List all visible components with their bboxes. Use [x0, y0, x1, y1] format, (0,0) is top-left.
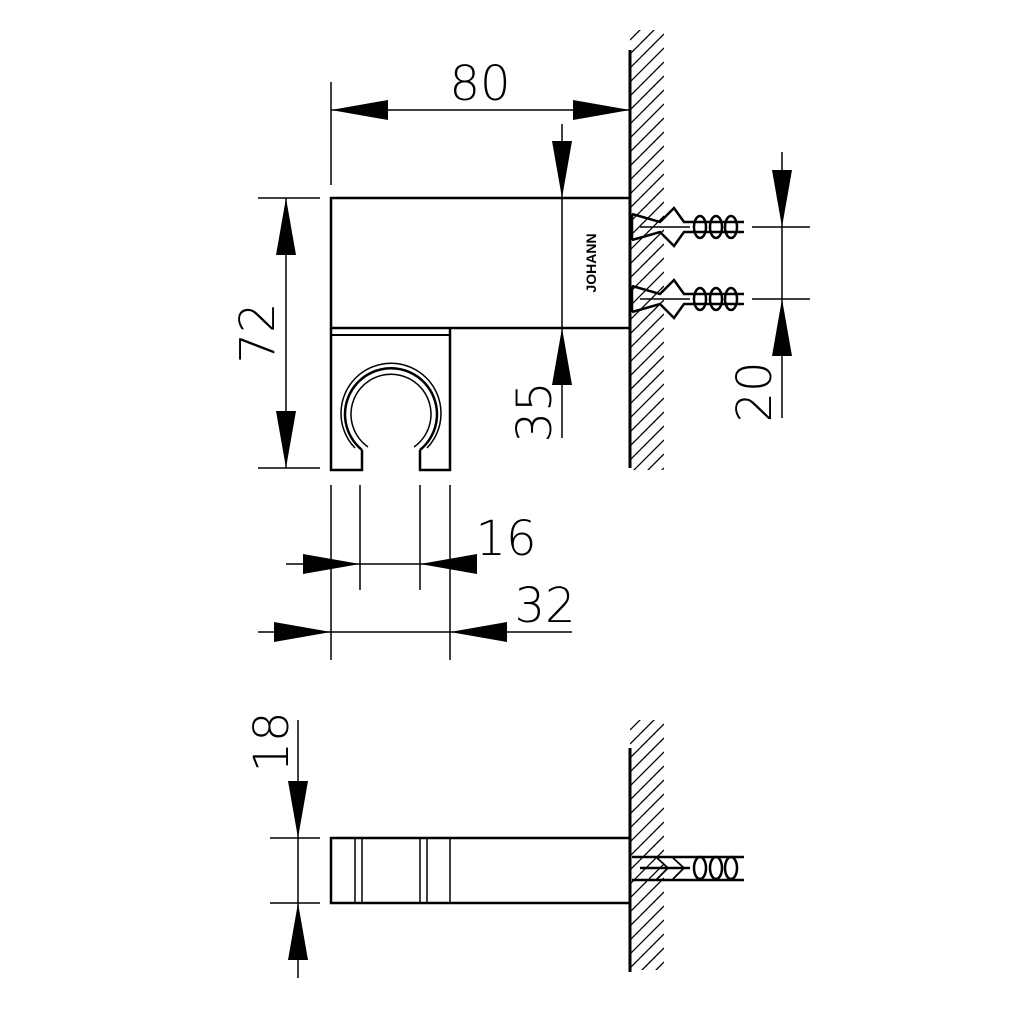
wall-hatch-line	[630, 103, 664, 139]
wall-anchor-bottom	[632, 855, 744, 882]
wall-anchor-upper	[630, 206, 744, 248]
dimension-label-80: 80	[449, 56, 510, 112]
arrow-16-right	[420, 554, 477, 574]
wall-hatch-line	[630, 145, 664, 181]
wall-hatch-line	[630, 821, 664, 857]
wall-hatch-line	[655, 961, 664, 970]
wall-hatch-line	[630, 159, 664, 195]
wall-top	[628, 30, 664, 470]
wall-hatch-line	[630, 877, 664, 913]
wall-hatch-line	[630, 30, 655, 55]
dimension-label-18: 18	[244, 711, 300, 772]
wall-hatch-line	[630, 835, 664, 871]
arrow-20-bottom	[772, 299, 792, 356]
holder-body-side	[329, 196, 632, 472]
arrow-80-left	[331, 100, 388, 120]
brand-label: JOHANN	[583, 233, 599, 292]
wall-hatch-line	[630, 723, 664, 759]
wall-hatch-line	[630, 720, 655, 745]
wall-hatch-line	[630, 807, 664, 843]
arrow-18-bottom	[288, 903, 308, 960]
arrow-32-left	[274, 622, 331, 642]
wall-hatch-line	[630, 765, 664, 801]
arrow-18-top	[288, 781, 308, 838]
wall-hatch-line	[630, 369, 664, 405]
wall-hatch-line	[630, 313, 664, 349]
wall-hatch-line	[630, 341, 664, 377]
dimension-line-16	[286, 485, 476, 590]
wall-hatch-line	[630, 720, 641, 731]
dimension-label-16: 16	[475, 511, 536, 567]
wall-hatch-line	[630, 33, 664, 69]
wall-hatch-line	[630, 737, 664, 773]
wall-hatch-line	[630, 905, 664, 941]
arrow-80-right	[573, 100, 630, 120]
wall-hatch-line	[630, 779, 664, 815]
wall-hatch-line	[630, 976, 664, 1010]
arrow-35-bottom	[552, 328, 572, 385]
wall-hatch-line	[630, 327, 664, 363]
wall-hatch-line	[630, 243, 664, 279]
wall-hatch-line	[630, 131, 664, 167]
dimension-label-35: 35	[507, 381, 563, 442]
wall-hatch-line	[633, 439, 664, 470]
dimension-label-20: 20	[727, 361, 783, 422]
wall-hatch-line	[630, 30, 641, 41]
wall-hatch-line	[641, 947, 664, 970]
wall-hatch-line	[630, 117, 664, 153]
arrow-32-right	[450, 622, 507, 642]
wall-hatch-line	[630, 285, 664, 321]
wall-hatch-line	[661, 467, 664, 470]
shower-clip-ring	[340, 362, 442, 451]
wall-hatch-line	[630, 891, 664, 927]
wall-hatch-line	[647, 453, 664, 470]
wall-hatch-line	[630, 89, 664, 125]
arrow-72-bottom	[276, 411, 296, 468]
wall-bottom	[628, 720, 664, 1010]
arrow-72-top	[276, 198, 296, 255]
wall-hatch-line	[630, 47, 664, 83]
wall-hatch-line	[630, 751, 664, 787]
wall-hatch-line	[630, 229, 664, 265]
wall-hatch-line	[630, 793, 664, 829]
arrow-16-left	[303, 554, 360, 574]
wall-hatch-line	[630, 411, 664, 447]
wall-hatch-line	[630, 187, 664, 223]
dimension-label-72: 72	[230, 302, 286, 363]
holder-body-top	[329, 836, 632, 905]
arrow-35-top	[552, 141, 572, 198]
wall-hatch-line	[630, 75, 664, 111]
arrow-20-top	[772, 170, 792, 227]
wall-hatch-line	[630, 425, 664, 461]
wall-anchor-lower	[630, 278, 744, 320]
wall-hatch-line	[630, 919, 664, 955]
wall-hatch-line	[630, 933, 664, 969]
wall-hatch-line	[630, 61, 664, 97]
wall-hatch-line	[630, 355, 664, 391]
wall-hatch-line	[630, 383, 664, 419]
wall-hatch-line	[630, 397, 664, 433]
dimension-label-32: 32	[514, 578, 575, 634]
wall-hatch-line	[630, 173, 664, 209]
